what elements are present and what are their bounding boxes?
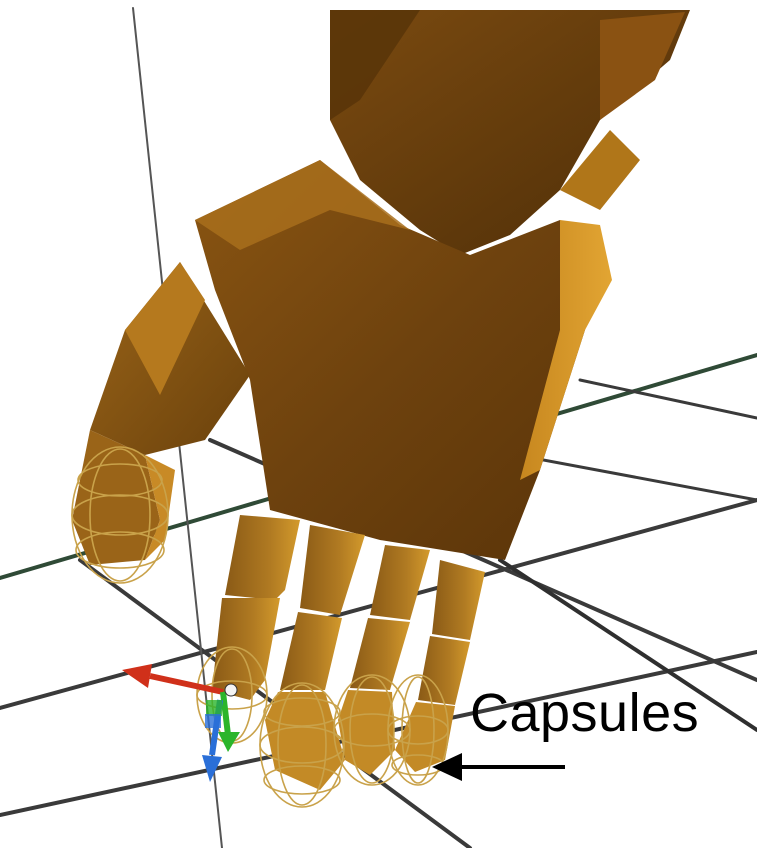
palm [195, 160, 612, 560]
arrow-left-icon [432, 753, 565, 781]
capsules-label: Capsules [470, 686, 699, 740]
